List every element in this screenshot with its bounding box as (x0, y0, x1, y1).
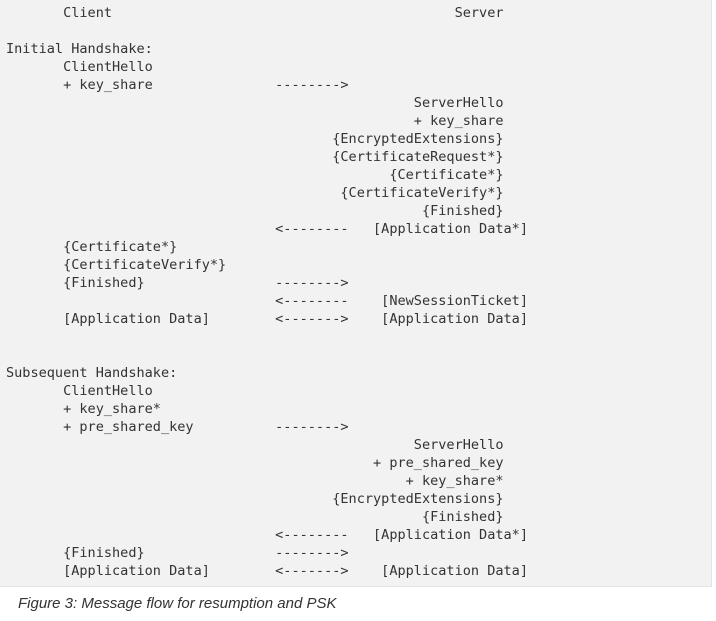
diagram-line: {Finished} (6, 203, 504, 219)
section-heading-subsequent-handshake: Subsequent Handshake: (6, 365, 178, 381)
diagram-line: {Finished} --------> (6, 545, 349, 561)
diagram-line: {Finished} --------> (6, 275, 349, 291)
diagram-line: {Certificate*} (6, 239, 178, 255)
diagram-line: {EncryptedExtensions} (6, 491, 504, 507)
figure-caption: Figure 3: Message flow for resumption an… (18, 595, 337, 612)
diagram-line: + pre_shared_key --------> (6, 419, 349, 435)
diagram-line: {Finished} (6, 509, 504, 525)
diagram-line: {CertificateVerify*} (6, 257, 227, 273)
diagram-line: + key_share* (6, 401, 161, 417)
diagram-line: ClientHello (6, 383, 153, 399)
diagram-line: + key_share* (6, 473, 504, 489)
section-heading-initial-handshake: Initial Handshake: (6, 41, 153, 57)
diagram-line: + key_share (6, 113, 504, 129)
diagram-line: {CertificateRequest*} (6, 149, 504, 165)
diagram-line: {Certificate*} (6, 167, 504, 183)
diagram-line: <-------- [Application Data*] (6, 221, 528, 237)
diagram-line: ServerHello (6, 437, 504, 453)
diagram-line: + pre_shared_key (6, 455, 504, 471)
diagram-line: {EncryptedExtensions} (6, 131, 504, 147)
diagram-line: [Application Data] <-------> [Applicatio… (6, 563, 528, 579)
diagram-line: <-------- [Application Data*] (6, 527, 528, 543)
diagram-line: [Application Data] <-------> [Applicatio… (6, 311, 528, 327)
diagram-line: Client Server (6, 5, 504, 21)
diagram-line: + key_share --------> (6, 77, 349, 93)
message-flow-diagram: Client Server Initial Handshake: ClientH… (0, 0, 712, 587)
diagram-line: ServerHello (6, 95, 504, 111)
diagram-line: {CertificateVerify*} (6, 185, 504, 201)
diagram-line: <-------- [NewSessionTicket] (6, 293, 528, 309)
diagram-line: ClientHello (6, 59, 153, 75)
